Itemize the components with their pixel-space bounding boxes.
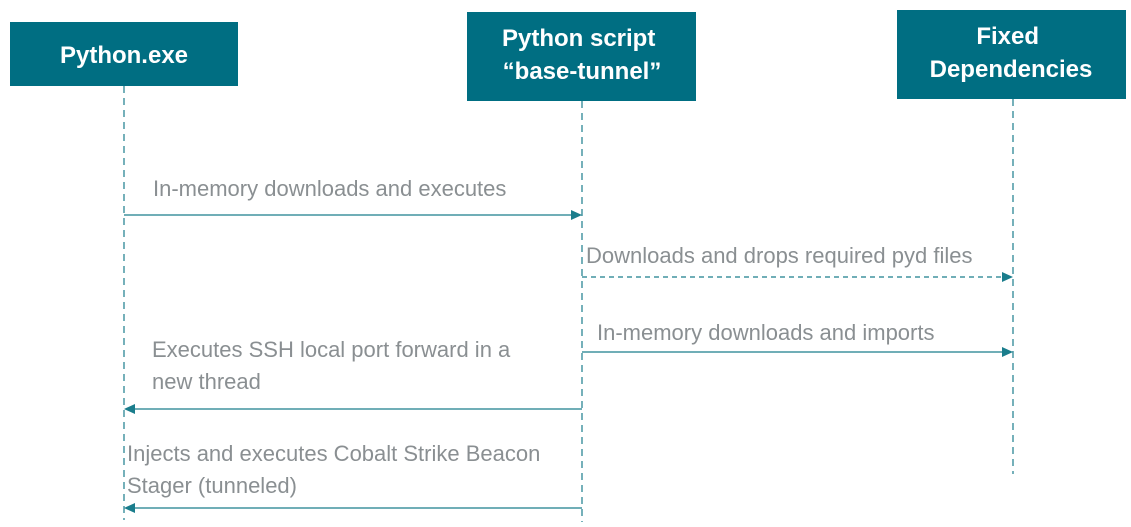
participant-box-fixed-dependencies bbox=[897, 10, 1126, 99]
message-3: In-memory downloads and imports bbox=[582, 320, 1013, 357]
message-label-4: Executes SSH local port forward in a new… bbox=[152, 337, 516, 394]
participant-label-python-script: Python script “base-tunnel” bbox=[502, 25, 662, 85]
message-label-2: Downloads and drops required pyd files bbox=[586, 243, 972, 268]
message-arrowhead-4 bbox=[124, 404, 135, 414]
participant-label-fixed-dependencies: Fixed Dependencies bbox=[930, 23, 1093, 83]
message-arrowhead-1 bbox=[571, 210, 582, 220]
participant-python-script: Python script “base-tunnel” bbox=[467, 12, 696, 101]
participant-label-python-exe: Python.exe bbox=[60, 42, 188, 69]
message-4: Executes SSH local port forward in a new… bbox=[124, 337, 582, 414]
message-arrowhead-5 bbox=[124, 503, 135, 513]
message-1: In-memory downloads and executes bbox=[124, 176, 582, 220]
message-label-1: In-memory downloads and executes bbox=[153, 176, 506, 201]
participant-python-exe: Python.exe bbox=[10, 22, 238, 86]
message-arrowhead-3 bbox=[1002, 347, 1013, 357]
message-2: Downloads and drops required pyd files bbox=[582, 243, 1013, 282]
participant-box-python-exe bbox=[10, 22, 238, 86]
participant-fixed-dependencies: Fixed Dependencies bbox=[897, 10, 1126, 99]
message-5: Injects and executes Cobalt Strike Beaco… bbox=[124, 441, 582, 513]
message-arrowhead-2 bbox=[1002, 272, 1013, 282]
message-label-3: In-memory downloads and imports bbox=[597, 320, 934, 345]
participant-box-python-script bbox=[467, 12, 696, 101]
message-label-5: Injects and executes Cobalt Strike Beaco… bbox=[127, 441, 546, 498]
